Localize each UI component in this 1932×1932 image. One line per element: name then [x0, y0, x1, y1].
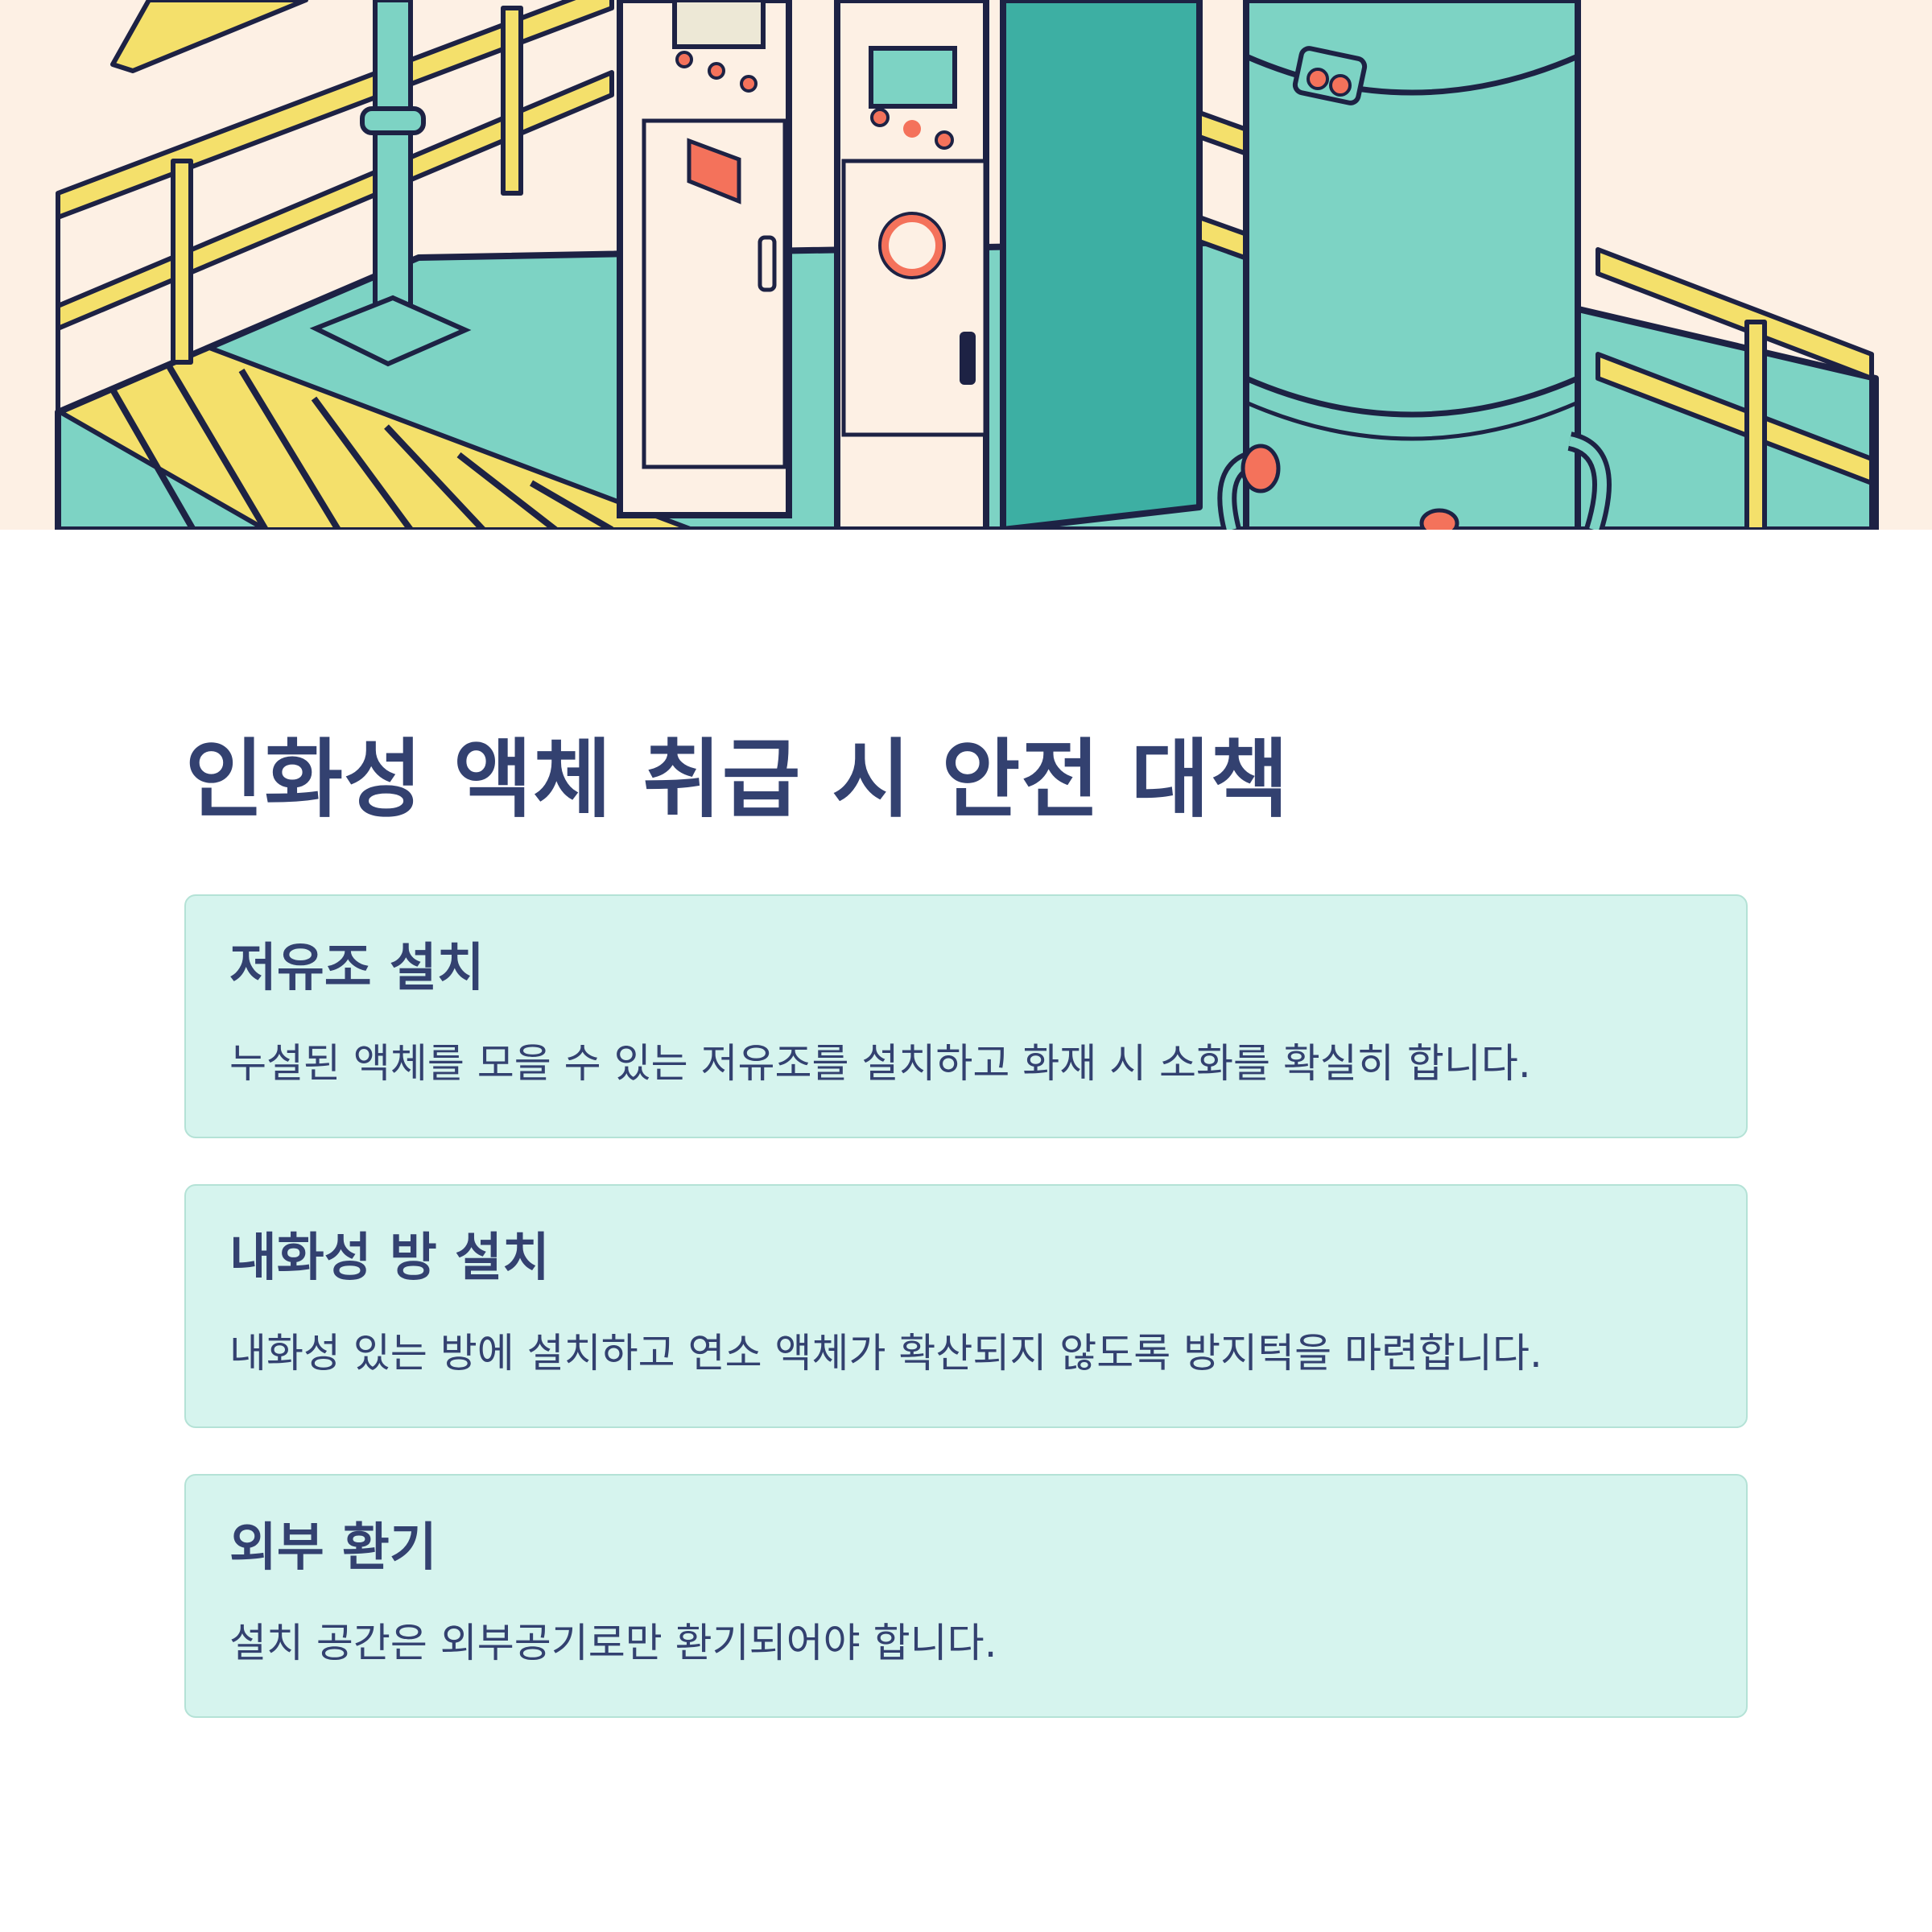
measure-title: 외부 환기: [229, 1518, 437, 1578]
hero-illustration: [0, 0, 1932, 530]
measure-card-fireproof-room: 내화성 방 설치 내화성 있는 방에 설치하고 연소 액체가 확산되지 않도록 …: [184, 1184, 1748, 1428]
measure-description: 내화성 있는 방에 설치하고 연소 액체가 확산되지 않도록 방지턱을 마련합니…: [229, 1330, 1542, 1377]
measure-description: 설치 공간은 외부공기로만 환기되어야 합니다.: [229, 1620, 997, 1666]
measure-title: 내화성 방 설치: [229, 1228, 550, 1288]
measure-card-external-ventilation: 외부 환기 설치 공간은 외부공기로만 환기되어야 합니다.: [184, 1474, 1748, 1718]
measure-description: 누설된 액체를 모을 수 있는 저유조를 설치하고 화재 시 소화를 확실히 합…: [229, 1040, 1531, 1087]
page-title: 인화성 액체 취급 시 안전 대책: [185, 730, 1290, 829]
measure-card-oil-reservoir: 저유조 설치 누설된 액체를 모을 수 있는 저유조를 설치하고 화재 시 소화…: [184, 894, 1748, 1138]
equipment-illustration: [0, 0, 1932, 530]
measure-title: 저유조 설치: [229, 939, 485, 998]
